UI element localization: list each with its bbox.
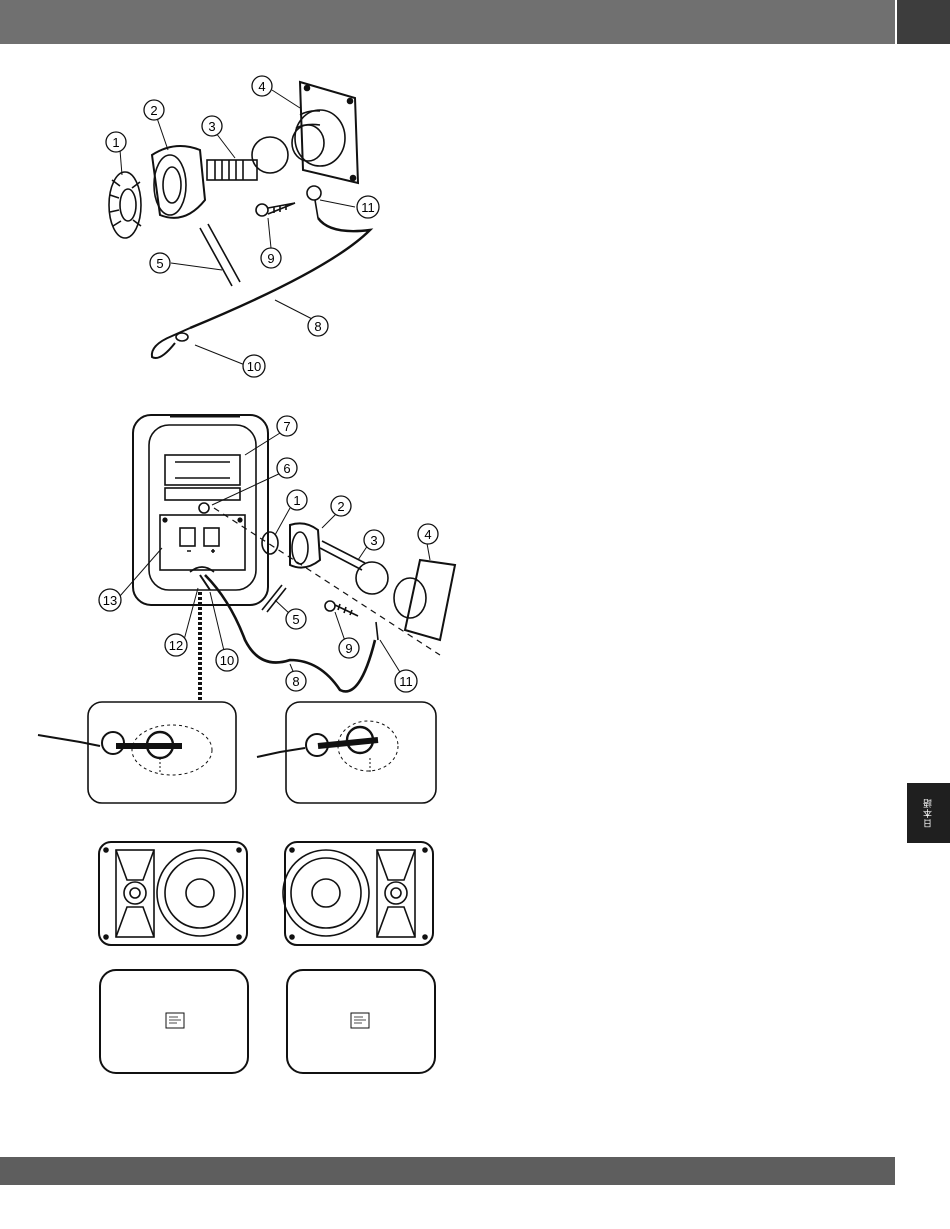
logo-badge-r [351, 1013, 369, 1028]
callout-5b: 5 [286, 609, 306, 629]
svg-text:7: 7 [283, 419, 290, 434]
callout-7: 7 [277, 416, 297, 436]
woofer [157, 850, 243, 936]
lug-part-11 [307, 186, 321, 200]
figure1-bracket-exploded [109, 82, 370, 358]
plate-part-4b [405, 560, 455, 640]
svg-text:6: 6 [283, 461, 290, 476]
figure1-callouts: 1 2 3 4 5 8 9 10 11 [106, 76, 379, 377]
ball-part-3b [356, 562, 388, 594]
callout-1: 1 [106, 132, 126, 152]
svg-text:2: 2 [150, 103, 157, 118]
pin-part-5b [262, 585, 286, 612]
cable-part-8 [190, 218, 370, 328]
washer-part-1b [262, 532, 278, 554]
callout-4: 4 [252, 76, 272, 96]
callout-10b: 10 [216, 649, 238, 671]
svg-text:10: 10 [220, 653, 234, 668]
callout-2b: 2 [331, 496, 351, 516]
callout-13: 13 [99, 589, 121, 611]
svg-text:9: 9 [345, 641, 352, 656]
plate-part-4 [300, 82, 358, 183]
callout-9: 9 [261, 248, 281, 268]
bolt-part-3b [320, 541, 365, 570]
rear-panel [149, 425, 256, 590]
insert-part-6 [199, 503, 209, 513]
callout-8b: 8 [286, 671, 306, 691]
svg-text:12: 12 [169, 638, 183, 653]
svg-text:11: 11 [361, 200, 375, 215]
figure2-speaker-assembly [133, 415, 455, 702]
callout-1b: 1 [287, 490, 307, 510]
svg-text:9: 9 [267, 251, 274, 266]
callout-12: 12 [165, 634, 187, 656]
lug-part-11b [376, 622, 378, 640]
callout-9b: 9 [339, 638, 359, 658]
svg-text:3: 3 [370, 533, 377, 548]
terminal-plate-part-13 [160, 515, 245, 570]
svg-text:8: 8 [314, 319, 321, 334]
callout-11: 11 [357, 196, 379, 218]
callout-10: 10 [243, 355, 265, 377]
port-part-7 [165, 455, 240, 485]
callout-6: 6 [277, 458, 297, 478]
screw-part-9b [325, 601, 335, 611]
svg-text:4: 4 [258, 79, 265, 94]
callout-5: 5 [150, 253, 170, 273]
horn-tweeter [116, 850, 154, 937]
callout-3b: 3 [364, 530, 384, 550]
ball-part-3 [252, 137, 288, 173]
detail-panel-left [38, 702, 236, 803]
pin-part-5 [200, 224, 240, 286]
speaker-front-right [283, 842, 433, 945]
horn-tweeter-r [377, 850, 415, 937]
svg-text:11: 11 [399, 674, 413, 689]
svg-text:5: 5 [292, 612, 299, 627]
svg-text:10: 10 [247, 359, 261, 374]
svg-text:1: 1 [293, 493, 300, 508]
svg-text:8: 8 [292, 674, 299, 689]
woofer-r [283, 850, 369, 936]
grille-left [100, 970, 248, 1073]
svg-text:5: 5 [156, 256, 163, 271]
svg-text:2: 2 [337, 499, 344, 514]
svg-text:4: 4 [424, 527, 431, 542]
callout-11b: 11 [395, 670, 417, 692]
svg-text:3: 3 [208, 119, 215, 134]
grille-right [287, 970, 435, 1073]
screw-part-9 [256, 204, 268, 216]
callout-4b: 4 [418, 524, 438, 544]
svg-text:13: 13 [103, 593, 117, 608]
svg-text:1: 1 [112, 135, 119, 150]
callout-3: 3 [202, 116, 222, 136]
speaker-front-left [99, 842, 247, 945]
logo-badge [166, 1013, 184, 1028]
callout-8: 8 [308, 316, 328, 336]
callout-2: 2 [144, 100, 164, 120]
detail-panel-right [257, 702, 436, 803]
